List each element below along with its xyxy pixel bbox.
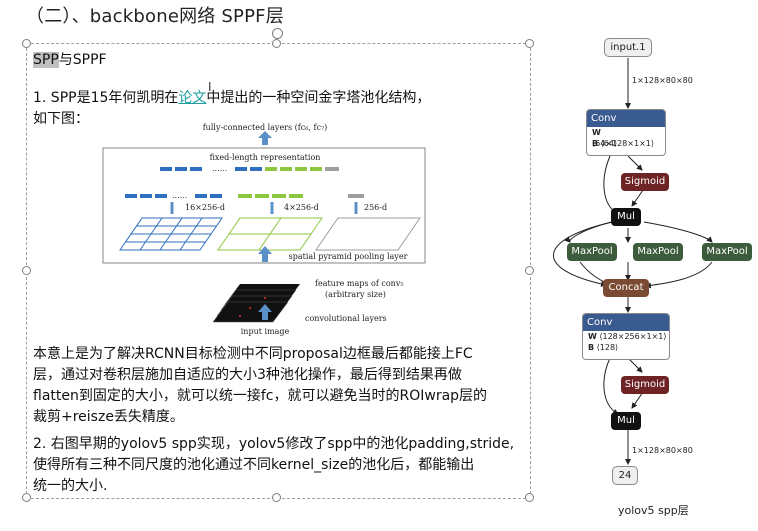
p2-line3: flatten到固定的大小，就可以统一接fc，就可以避免当时的ROIwrap层的 (33, 388, 488, 404)
grid-2x2 (217, 217, 323, 251)
p3-line1: 2. 右图早期的yolov5 spp实现，yolov5修改了spp中的池化pad… (33, 436, 515, 452)
grid-1x1 (315, 217, 421, 251)
conv1-bias: B ⟨64⟩ (592, 139, 618, 148)
feature-maps (212, 284, 300, 323)
sigmoid-node-1[interactable]: Sigmoid (621, 173, 669, 191)
resize-handle-bottom[interactable] (272, 493, 281, 502)
resize-handle-bottom-left[interactable] (22, 493, 31, 502)
svg-text:......: ...... (172, 191, 187, 200)
network-edges (553, 58, 713, 465)
svg-text:......: ...... (212, 164, 227, 173)
heading-spp-selected: SPP (33, 52, 59, 68)
spp-diagram: fully-connected layers (fc₆, fc₇) fixed-… (102, 123, 426, 336)
resize-handle-top-right[interactable] (525, 39, 534, 48)
mul-node-2[interactable]: Mul (611, 412, 641, 430)
paper-link[interactable]: 论文 (178, 90, 207, 106)
feature-maps-label: feature maps of conv₅ (315, 279, 404, 288)
spp-frame (102, 147, 426, 264)
resize-handle-right[interactable] (525, 266, 534, 275)
text-cursor-icon: I (208, 80, 212, 94)
maxpool-node-2[interactable]: MaxPool (633, 243, 683, 261)
conv2-weights: W ⟨128×256×1×1⟩ (588, 332, 667, 341)
p1-line2: 如下图： (33, 111, 89, 127)
resize-handle-bottom-right[interactable] (525, 493, 534, 502)
feature-arrow (262, 250, 268, 262)
sigmoid-node-2[interactable]: Sigmoid (621, 376, 669, 394)
dims-4-label: 4×256-d (284, 203, 319, 212)
resize-handle-left[interactable] (22, 266, 31, 275)
fc-arrow (262, 135, 268, 145)
dims-256-label: 256-d (364, 203, 387, 212)
resize-handle-top[interactable] (272, 39, 281, 48)
feature-maps-sub: (arbitrary size) (325, 290, 386, 299)
edge-label-input: 1×128×80×80 (632, 76, 693, 85)
bins-1 (348, 194, 364, 198)
resize-handle-top-left[interactable] (22, 39, 31, 48)
p1-post: 中提出的一种空间金字塔池化结构， (206, 90, 431, 106)
paragraph-1: 1. SPP是15年何凯明在论文中提出的一种空间金字塔池化结构， 如下图： (33, 88, 523, 130)
heading-spp-sppf: SPP与SPPF (33, 50, 523, 71)
conv1-weights: W ⟨64×128×1×1⟩ (592, 128, 654, 148)
conv-node-1[interactable]: Conv W ⟨64×128×1×1⟩ B ⟨64⟩ (586, 109, 666, 156)
bins-4 (238, 194, 303, 198)
p2-line4: 裁剪+reisze丢失精度。 (33, 409, 184, 425)
output-node[interactable]: 24 (612, 466, 638, 485)
p2-line1: 本意上是为了解决RCNN目标检测中不同proposal边框最后都能接上FC (33, 346, 473, 362)
grid-4x4 (119, 217, 223, 251)
spp-layer-label: spatial pyramid pooling layer (289, 252, 408, 261)
p1-pre: 1. SPP是15年何凯明在 (33, 90, 179, 106)
paragraph-3: 2. 右图早期的yolov5 spp实现，yolov5修改了spp中的池化pad… (33, 434, 523, 497)
p3-line3: 统一的大小. (33, 478, 108, 494)
heading-rest: 与SPPF (58, 52, 107, 68)
maxpool-node-1[interactable]: MaxPool (567, 243, 617, 261)
paragraph-2: 本意上是为了解决RCNN目标检测中不同proposal边框最后都能接上FC 层，… (33, 344, 523, 428)
dims-16-label: 16×256-d (185, 203, 225, 212)
rotate-handle[interactable] (272, 28, 283, 39)
concat-node[interactable]: Concat (603, 279, 649, 297)
conv2-bias: B ⟨128⟩ (588, 343, 619, 352)
fixed-length-label: fixed-length representation (210, 153, 321, 162)
fc-label: fully-connected layers (fc₆, fc₇) (203, 123, 328, 132)
p3-line2: 使得所有三种不同尺度的池化通过不同kernel_size的池化后，都能输出 (33, 457, 475, 473)
slide-title: （二）、backbone网络 SPPF层 (26, 6, 284, 27)
input-node[interactable]: input.1 (604, 38, 652, 57)
figure-caption: yolov5 spp层 (618, 504, 689, 517)
conv1-title: Conv (587, 110, 665, 127)
conv-layers-label: convolutional layers (305, 314, 387, 323)
maxpool-node-3[interactable]: MaxPool (702, 243, 752, 261)
fc-arrow-head (258, 131, 272, 138)
conv-node-2[interactable]: Conv W ⟨128×256×1×1⟩ B ⟨128⟩ (582, 313, 670, 360)
mul-node-1[interactable]: Mul (611, 208, 641, 226)
fixed-length-bar: ...... (160, 164, 339, 173)
bins-16: ...... (125, 191, 222, 200)
edge-label-output: 1×128×80×80 (632, 446, 693, 455)
input-image-label: input image (241, 327, 290, 336)
p2-line2: 层，通过对卷积层施加自适应的大小3种池化操作，最后得到结果再做 (33, 367, 462, 383)
conv2-title: Conv (583, 314, 669, 331)
conv-arrow (262, 308, 268, 320)
